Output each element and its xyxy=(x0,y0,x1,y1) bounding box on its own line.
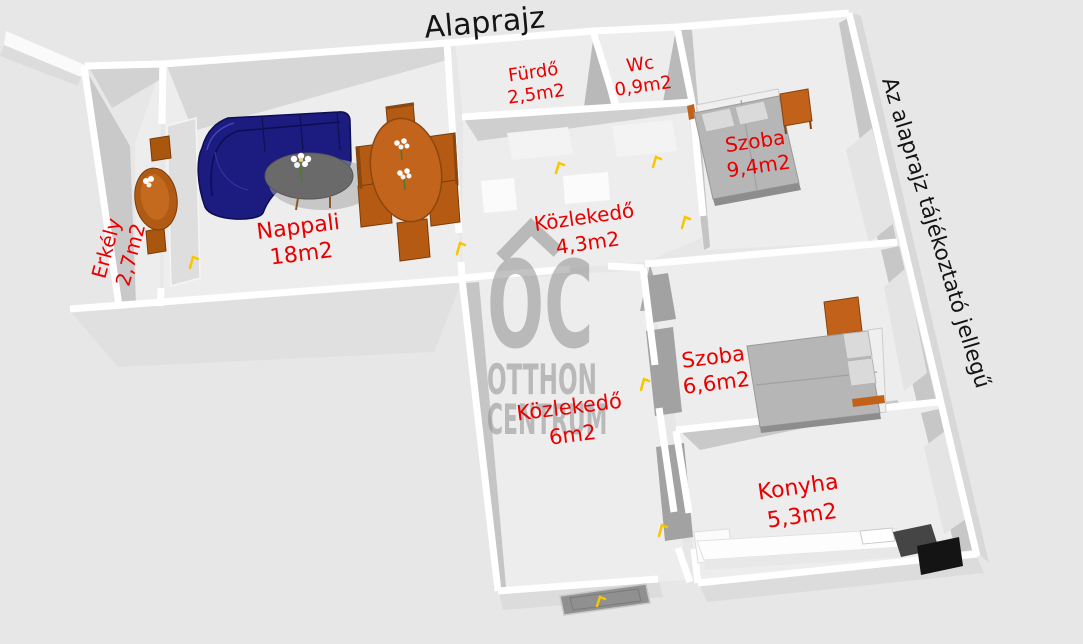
window-szoba2 xyxy=(884,268,927,391)
door-marker-icon xyxy=(554,161,566,175)
wall-erkely-left xyxy=(80,65,123,307)
wall-outer-shadows xyxy=(0,13,989,610)
balcony-door xyxy=(166,117,201,287)
sofa-seam-4 xyxy=(214,151,249,191)
face-erkely-top xyxy=(90,67,159,108)
closet-top-1 xyxy=(507,127,573,160)
shadow-topleft-gray xyxy=(0,45,81,86)
coffee-table-top xyxy=(264,152,354,200)
door-marker-icon xyxy=(639,377,651,392)
floor-kozlekedo2 xyxy=(464,270,688,591)
wall-kozlekedo2-left xyxy=(458,278,502,592)
dining-set xyxy=(355,102,461,262)
sofa-seam-1 xyxy=(210,121,341,197)
wall-szoba1-left xyxy=(688,101,707,217)
watermark-initials: OC xyxy=(487,236,593,375)
bed66-orange-bar xyxy=(852,395,885,407)
room-label-furdo: Fürdő2,5m2 xyxy=(503,58,566,109)
window-szoba1 xyxy=(846,128,895,243)
door-marker-icon xyxy=(651,155,663,169)
entrance-door-inner xyxy=(569,588,642,611)
wall-furdo-wc xyxy=(589,29,620,108)
door-marker-icon xyxy=(455,241,467,256)
bed-szoba-66 xyxy=(746,296,887,433)
walls xyxy=(69,9,981,595)
coffee-table-flowers-icon xyxy=(290,152,312,183)
bed94-pillow-2 xyxy=(734,100,770,126)
wall-right-outer xyxy=(845,12,981,557)
bed66-pillow-1 xyxy=(842,330,873,360)
face-erkely-left xyxy=(86,70,136,306)
watermark-logo: OC OTTHON CENTRUM xyxy=(487,217,607,444)
balcony-chair-top xyxy=(149,135,172,162)
closet-top-2 xyxy=(612,120,677,157)
nightstand-94 xyxy=(779,88,813,127)
door-marker-icon xyxy=(657,523,669,538)
wall-erkely-separator xyxy=(156,63,167,307)
door-marker-icon xyxy=(595,595,607,608)
appliance-black xyxy=(917,537,963,575)
door-markers xyxy=(188,155,692,608)
bed94-foot-edge xyxy=(713,183,801,206)
dining-stool xyxy=(396,218,431,262)
shadow-below-konyha xyxy=(700,557,984,602)
counter-sink xyxy=(859,527,896,545)
wall-nappali-bottom xyxy=(69,275,463,313)
kitchen-counter xyxy=(693,524,963,575)
balcony-flowers-icon xyxy=(143,176,154,188)
face-furdo-right xyxy=(584,33,611,107)
wall-konyha-left xyxy=(672,430,702,584)
watermark-name-line1: OTTHON xyxy=(487,356,597,404)
window-konyha xyxy=(924,431,966,534)
shadow-below-nappali xyxy=(70,281,462,367)
nightstand-66 xyxy=(823,296,863,337)
watermark-roof-icon xyxy=(496,217,563,263)
balcony-furniture xyxy=(134,135,178,255)
bed94-side-orange xyxy=(687,104,696,120)
room-label-kozlekedo2: Közlekedő6m2 xyxy=(515,389,626,454)
coffee-table-legs xyxy=(295,196,331,211)
wall-szoba2-top xyxy=(644,238,898,268)
face-wc-right xyxy=(663,29,691,102)
closet-top-4 xyxy=(563,172,610,204)
sofa-seam-3 xyxy=(261,112,341,153)
dining-flowers-icon xyxy=(394,138,412,191)
wall-kozlekedo1-bottom xyxy=(460,262,645,282)
door-marker-icon xyxy=(188,255,200,270)
counter-front xyxy=(704,547,904,570)
room-label-szoba1: Szoba9,4m2 xyxy=(722,125,792,182)
sofa-seam-2 xyxy=(206,122,235,151)
bed66-pillow-2 xyxy=(846,357,877,387)
wall-furdo-bottom xyxy=(461,98,693,121)
wall-kozlekedo2-right xyxy=(639,267,694,584)
shadow-right-wall xyxy=(852,13,989,563)
dining-chair-backs xyxy=(356,102,459,190)
closet-top-3 xyxy=(481,178,517,213)
bed66-foot-edge xyxy=(760,413,881,433)
wall-erkely-top xyxy=(84,60,164,70)
wall-wc-right xyxy=(673,26,696,103)
balcony-chair-bottom xyxy=(145,227,167,255)
shadow-topleft-band xyxy=(4,31,85,77)
face-nappali-top xyxy=(167,44,447,131)
wall-entrance xyxy=(497,575,659,595)
bed-szoba-94 xyxy=(687,88,813,206)
face-kozlekedo2-left xyxy=(466,282,506,589)
nightstand-94-legs xyxy=(784,120,812,135)
coffee-table xyxy=(264,152,377,211)
watermark-name-line2: CENTRUM xyxy=(487,395,607,444)
door-marker-icon xyxy=(680,215,692,230)
floor-furdo xyxy=(455,31,611,116)
bed94-pillow-1 xyxy=(700,107,736,133)
